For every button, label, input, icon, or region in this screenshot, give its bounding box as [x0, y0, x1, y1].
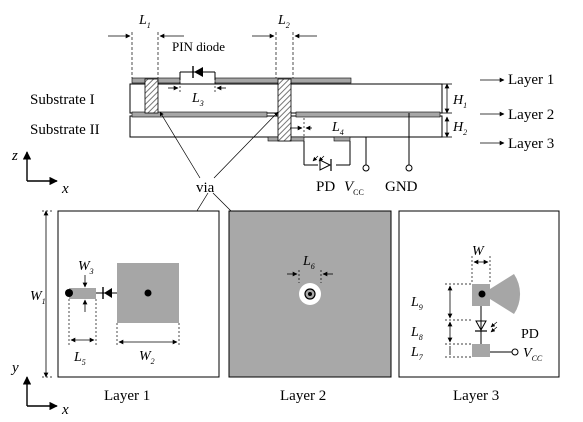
panel-3-caption: Layer 3 [453, 388, 499, 404]
via-left [144, 78, 159, 114]
layer3-radial-stub [482, 274, 521, 314]
svg-text:L9: L9 [410, 295, 423, 312]
via-right [277, 78, 292, 142]
svg-text:L8: L8 [410, 325, 423, 342]
layer1-patch-via [144, 289, 152, 297]
panel-1-caption: Layer 1 [104, 388, 150, 404]
svg-text:L1: L1 [138, 13, 151, 30]
svg-text:y: y [10, 360, 19, 376]
dim-h1-h2: H1 H2 [442, 83, 467, 138]
pd-circuit [303, 113, 413, 172]
svg-text:W1: W1 [30, 289, 46, 306]
gnd-label: GND [385, 179, 418, 195]
pin-diode-symbol [179, 66, 216, 80]
axis-bottom: y x [10, 360, 69, 418]
svg-text:L4: L4 [331, 120, 344, 137]
layer3-vcc-pad [472, 344, 490, 357]
ground-plane-left [131, 111, 268, 118]
svg-text:H2: H2 [452, 120, 467, 137]
svg-text:H1: H1 [452, 93, 467, 110]
bottom-metal-right [333, 136, 351, 142]
layer-1-label: Layer 1 [508, 72, 554, 88]
svg-text:x: x [61, 402, 69, 418]
svg-text:W3: W3 [78, 259, 94, 276]
panel-layer-2: L6 [228, 210, 392, 378]
svg-text:L6: L6 [302, 254, 315, 271]
panel-layer-1: W1 W3 L5 W2 [30, 210, 220, 378]
dim-l1: L1 [108, 13, 184, 78]
layer1-stub [69, 288, 96, 299]
layer-2-label: Layer 2 [508, 107, 554, 123]
axis-top: z x [11, 148, 69, 197]
panel-layer-3: W L9 L8 L7 PD VCC [398, 210, 560, 378]
svg-text:x: x [61, 181, 69, 197]
svg-text:L7: L7 [410, 345, 424, 362]
layer3-vcc-label: VCC [523, 346, 543, 363]
pin-diode-label: PIN diode [172, 39, 225, 54]
dim-l2: L2 [252, 13, 317, 78]
ground-plane-right [295, 111, 441, 118]
svg-text:W2: W2 [139, 349, 155, 366]
layer3-pd-label: PD [521, 327, 539, 342]
substrate-2-label: Substrate II [30, 122, 100, 138]
svg-text:L3: L3 [191, 91, 204, 108]
layer1-stub-via [65, 289, 73, 297]
pd-label: PD [316, 179, 335, 195]
layer-labels: Layer 1 Layer 2 Layer 3 [480, 72, 554, 152]
substrate-1-label: Substrate I [30, 92, 95, 108]
dim-l4: L4 [290, 118, 344, 137]
panel-2-caption: Layer 2 [280, 388, 326, 404]
cross-section: PIN diode L1 L2 L3 [30, 13, 554, 296]
vcc-label: VCC [344, 179, 364, 197]
dim-l3: L3 [168, 82, 226, 108]
svg-text:W: W [472, 244, 485, 259]
via-label: via [196, 180, 215, 196]
layer-3-label: Layer 3 [508, 136, 554, 152]
svg-text:L5: L5 [73, 350, 86, 367]
svg-text:L2: L2 [277, 13, 290, 30]
svg-text:z: z [11, 148, 18, 164]
